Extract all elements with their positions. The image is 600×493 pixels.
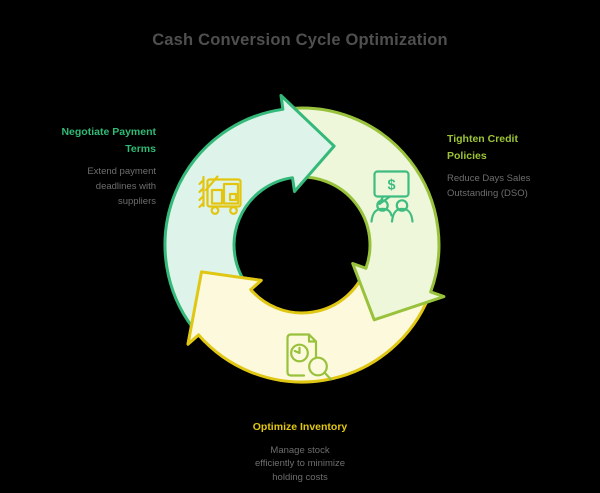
cycle-arrowhead-optimize-inventory: [186, 270, 263, 346]
segment-label-tighten-credit: Tighten Credit Policies Reduce Days Sale…: [447, 131, 530, 201]
segment-heading: Negotiate Payment Terms: [61, 126, 156, 155]
cycle-arrow-negotiate-payment: [163, 94, 336, 329]
segment-label-optimize-inventory: Optimize Inventory Manage stock efficien…: [190, 419, 410, 484]
segment-description: Reduce Days Sales Outstanding (DSO): [447, 173, 531, 199]
dollar-glyph: $: [387, 178, 395, 194]
segment-heading: Tighten Credit Policies: [447, 133, 518, 162]
segment-description: Manage stock efficiently to minimize hol…: [254, 444, 346, 483]
cycle-arrow-tighten-credit: [286, 106, 446, 322]
money-chat-people-icon: $: [370, 170, 414, 223]
segment-heading: Optimize Inventory: [252, 421, 348, 433]
segment-description: Extend payment deadlines with suppliers: [87, 166, 156, 207]
page-title: Cash Conversion Cycle Optimization: [152, 31, 448, 49]
segment-label-negotiate-payment: Negotiate Payment Terms Extend payment d…: [61, 124, 156, 209]
supplier-cart-icon: [198, 175, 242, 215]
inventory-audit-icon: [286, 333, 333, 381]
